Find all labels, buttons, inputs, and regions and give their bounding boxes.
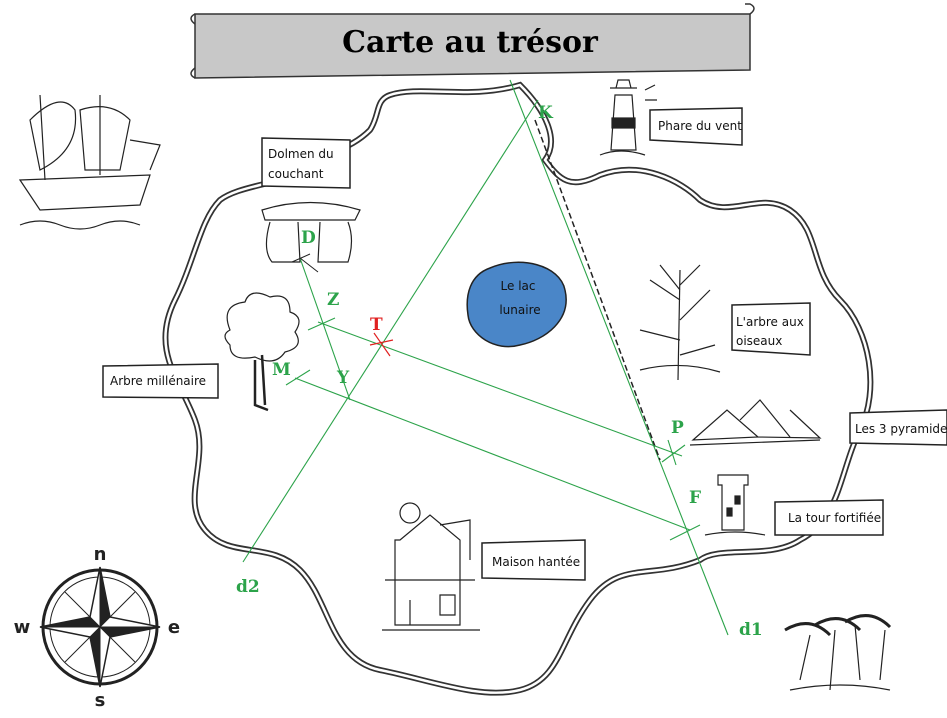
banner-lighthouse: Phare du vent <box>649 107 743 146</box>
island-outline <box>162 81 874 696</box>
dolmen-label-line2: couchant <box>268 167 324 181</box>
compass-north: n <box>94 544 107 565</box>
banner-tower: La tour fortifiée <box>774 499 884 536</box>
ship-icon <box>18 94 161 230</box>
bird-tree-label-line2: oiseaux <box>736 334 782 348</box>
banner-bird-tree: L'arbre aux oiseaux <box>731 302 811 356</box>
compass-west: w <box>14 617 31 638</box>
lighthouse-label: Phare du vent <box>658 119 742 133</box>
point-k: K <box>538 103 554 123</box>
label-d1: d1 <box>739 620 763 640</box>
point-t-treasure: T <box>370 315 383 335</box>
pyramids-icon <box>689 399 822 446</box>
banner-pyramids: Les 3 pyramides <box>849 409 947 446</box>
banner-old-tree: Arbre millénaire <box>102 363 219 399</box>
bird-tree-label-line1: L'arbre aux <box>736 315 804 329</box>
point-d: D <box>301 228 316 248</box>
haunted-house-icon <box>382 502 480 631</box>
bird-tree-icon <box>639 264 721 381</box>
haunted-house-label: Maison hantée <box>492 555 580 569</box>
construction-lines <box>242 79 729 636</box>
perpendicular-marks <box>285 317 701 541</box>
point-f: F <box>689 488 701 508</box>
point-m: M <box>272 360 291 380</box>
map-title: Carte au trésor <box>342 25 599 60</box>
point-y: Y <box>336 368 350 388</box>
lighthouse-icon <box>599 79 657 156</box>
lake-label-line1: Le lac <box>501 279 536 293</box>
line-z-p <box>317 321 683 457</box>
line-m-f <box>294 377 691 531</box>
banner-dolmen: Dolmen du couchant <box>261 137 351 189</box>
palm-trees-icon <box>784 614 892 691</box>
point-p: P <box>671 418 684 438</box>
treasure-mark <box>369 332 394 357</box>
line-d2 <box>242 99 539 563</box>
banner-haunted-house: Maison hantée <box>481 539 586 581</box>
pyramids-label: Les 3 pyramides <box>855 422 947 436</box>
old-tree-icon <box>224 292 300 412</box>
line-d-y <box>299 257 351 401</box>
lake-label-line2: lunaire <box>499 303 540 317</box>
compass-rose: n e s w <box>14 544 180 711</box>
old-tree-label: Arbre millénaire <box>110 374 206 388</box>
point-z: Z <box>327 290 339 310</box>
tower-label: La tour fortifiée <box>788 511 881 525</box>
title-banner: Carte au trésor <box>190 3 755 79</box>
dashed-coast-line <box>534 119 661 461</box>
dolmen-icon <box>261 201 361 263</box>
line-d1 <box>509 79 729 636</box>
dolmen-label-line1: Dolmen du <box>268 147 334 161</box>
compass-east: e <box>168 617 180 638</box>
tower-icon <box>704 474 766 536</box>
label-d2: d2 <box>236 577 260 597</box>
lake: Le lac lunaire <box>466 261 567 348</box>
compass-south: s <box>95 690 106 711</box>
